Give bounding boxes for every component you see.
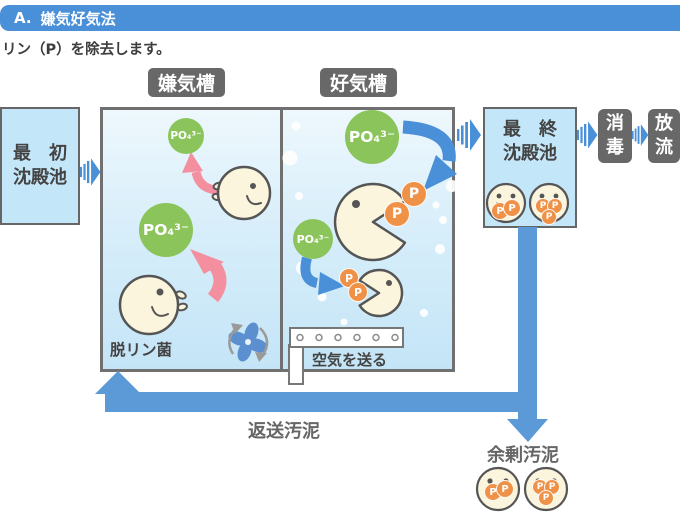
air-supply-label: 空気を送る (312, 351, 388, 369)
dephosphorus-bacteria-label: 脱リン菌 (110, 341, 173, 359)
subtitle: リン（P）を除去します。 (2, 42, 171, 58)
return-sludge-label: 返送汚泥 (248, 421, 320, 442)
header-prefix: A. (14, 9, 32, 27)
flow-arrow-to-disinfection (577, 121, 598, 149)
aerobic-tank-label: 好気槽 (320, 68, 398, 97)
air-diffuser (288, 327, 404, 385)
phosphorus-circle: P (496, 480, 514, 498)
phosphorus-circle: P (348, 282, 368, 302)
bacteria-anaerobic-small (211, 165, 272, 221)
excess-sludge-label: 余剰汚泥 (487, 445, 559, 466)
diffuser-bar (289, 327, 404, 348)
phosphate-uptake-arrows (300, 120, 456, 288)
bacteria-aerobic-large (333, 182, 407, 262)
flow-arrow-inlet (80, 158, 101, 186)
bacteria-anaerobic-large (118, 274, 188, 336)
tank-divider-wall (280, 110, 283, 369)
phosphate-circle-anaerobic-small: PO₄³⁻ (168, 118, 204, 154)
excess-arrowhead-down (507, 419, 548, 442)
disinfection-label: 消毒 (606, 112, 624, 158)
flow-arrow-to-final (457, 119, 481, 151)
eye (156, 288, 164, 296)
anaerobic-tank-label: 嫌気槽 (148, 68, 226, 97)
disinfection-box: 消毒 (598, 109, 632, 163)
return-sludge-pipe (95, 227, 548, 442)
primary-sedimentation-tank: 最 初 沈殿池 (0, 107, 80, 225)
header-bar: A. 嫌気好気法 (0, 5, 680, 31)
primary-tank-line2: 沈殿池 (13, 167, 67, 188)
eye (386, 280, 392, 286)
discharge-box: 放流 (648, 109, 680, 163)
final-tank-line2: 沈殿池 (503, 143, 557, 165)
phosphate-circle-anaerobic-large: PO₄³⁻ (139, 203, 193, 257)
bacteria-aerobic-small (358, 268, 404, 318)
air-pipe (288, 344, 304, 385)
return-arrowhead-up (95, 371, 141, 394)
page-title: 嫌気好気法 (40, 9, 116, 28)
phosphate-circle-aerobic-large: PO₄³⁻ (345, 110, 399, 164)
phosphate-release-arrowheads (182, 152, 224, 274)
phosphorus-circle: P (401, 181, 427, 207)
eye (352, 200, 360, 208)
pipe-horizontal (105, 392, 537, 412)
discharge-label: 放流 (655, 112, 673, 158)
final-tank-line1: 最 終 (503, 119, 557, 140)
primary-tank-line1: 最 初 (13, 142, 67, 164)
phosphate-uptake-arrowheads (318, 155, 457, 295)
eye (250, 183, 256, 189)
flow-arrow-to-discharge (632, 124, 649, 146)
phosphate-circle-aerobic-small: PO₄³⁻ (293, 219, 333, 259)
phosphorus-circle: P (503, 199, 521, 217)
phosphorus-circle: P (538, 490, 554, 506)
pipe-vertical (518, 227, 537, 420)
diffuser-holes (296, 333, 399, 342)
mixer-fan-icon (228, 322, 269, 362)
phosphorus-circle: P (541, 209, 557, 225)
phosphorus-circle: P (384, 201, 410, 227)
